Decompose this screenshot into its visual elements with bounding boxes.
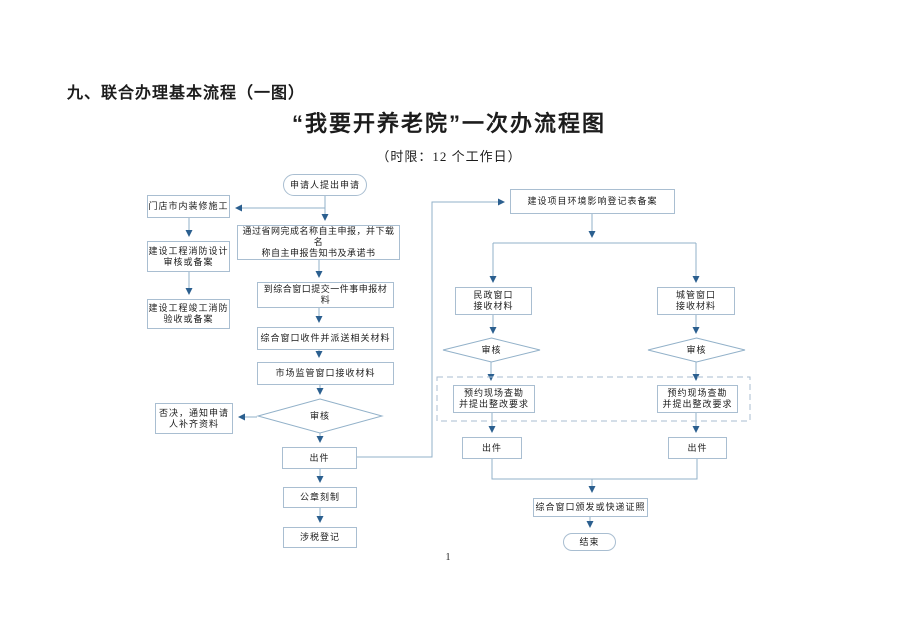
node-label: 综合窗口颁发或快递证照 xyxy=(535,502,646,512)
node-label: 否决，通知申请 人补齐资料 xyxy=(158,407,229,429)
node-label: 建设项目环境影响登记表备案 xyxy=(527,196,658,206)
node-reject: 否决，通知申请 人补齐资料 xyxy=(155,403,233,434)
node-license: 综合窗口颁发或快递证照 xyxy=(533,498,648,517)
node-label: 民政窗口 接收材料 xyxy=(473,290,514,311)
node-label: 审核 xyxy=(309,410,330,421)
node-fire-accept: 建设工程竣工消防 验收或备案 xyxy=(147,299,230,329)
node-issue-right: 出件 xyxy=(668,437,727,459)
node-review-right: 审核 xyxy=(648,338,745,362)
flowchart-title: “我要开养老院”一次办流程图 xyxy=(291,111,606,136)
node-label: 到综合窗口提交一件事申报材 料 xyxy=(263,284,388,305)
node-label: 审核 xyxy=(686,344,707,355)
diamond-review-right xyxy=(647,337,746,363)
node-civil-receive: 民政窗口 接收材料 xyxy=(455,287,532,315)
node-label: 出件 xyxy=(309,452,330,463)
dashed-group-rect xyxy=(436,376,751,422)
node-tax: 涉税登记 xyxy=(283,527,357,548)
node-label: 涉税登记 xyxy=(299,532,340,542)
node-issue-left: 出件 xyxy=(462,437,522,459)
node-env-register: 建设项目环境影响登记表备案 xyxy=(510,189,675,214)
node-label: 城管窗口 接收材料 xyxy=(675,290,716,311)
node-label: 结束 xyxy=(579,536,600,547)
section-heading: 九、联合办理基本流程（一图） xyxy=(67,85,306,102)
node-label: 综合窗口收件并派送相关材料 xyxy=(260,333,391,343)
node-online-declare: 通过省网完成名称自主申报，并下载名 称自主申报告知书及承诺书 xyxy=(237,225,400,260)
node-label: 出件 xyxy=(481,442,502,453)
node-decor: 门店市内装修施工 xyxy=(147,195,230,218)
node-label: 审核 xyxy=(481,344,502,355)
node-window-dispatch: 综合窗口收件并派送相关材料 xyxy=(257,327,394,350)
node-survey-left: 预约现场查勘 并提出整改要求 xyxy=(453,385,535,413)
node-seal: 公章刻制 xyxy=(283,487,357,508)
node-label: 门店市内装修施工 xyxy=(148,201,229,211)
node-label: 公章刻制 xyxy=(299,492,340,502)
node-survey-right: 预约现场查勘 并提出整改要求 xyxy=(657,385,738,413)
node-label: 预约现场查勘 并提出整改要求 xyxy=(458,388,529,409)
node-start: 申请人提出申请 xyxy=(283,174,367,196)
node-submit-window: 到综合窗口提交一件事申报材 料 xyxy=(257,282,394,308)
node-label: 建设工程竣工消防 验收或备案 xyxy=(148,303,229,324)
page-number: 1 xyxy=(445,552,451,563)
node-label: 出件 xyxy=(687,442,708,453)
node-market-receive: 市场监管窗口接收材料 xyxy=(257,362,394,385)
diamond-review-mid xyxy=(256,398,384,434)
diamond-review-left xyxy=(442,337,541,363)
node-label: 通过省网完成名称自主申报，并下载名 称自主申报告知书及承诺书 xyxy=(242,226,395,258)
node-fire-design: 建设工程消防设计 审核或备案 xyxy=(147,241,230,272)
node-label: 预约现场查勘 并提出整改要求 xyxy=(662,388,733,409)
node-review-left: 审核 xyxy=(443,338,540,362)
node-label: 市场监管窗口接收材料 xyxy=(275,368,376,378)
node-urban-receive: 城管窗口 接收材料 xyxy=(657,287,735,315)
node-issue-mid: 出件 xyxy=(282,447,357,469)
node-label: 申请人提出申请 xyxy=(289,179,360,190)
time-limit-subtitle: （时限：12 个工作日） xyxy=(376,149,522,164)
node-label: 建设工程消防设计 审核或备案 xyxy=(148,245,229,267)
node-end: 结束 xyxy=(563,533,616,551)
node-review-mid: 审核 xyxy=(258,399,382,433)
